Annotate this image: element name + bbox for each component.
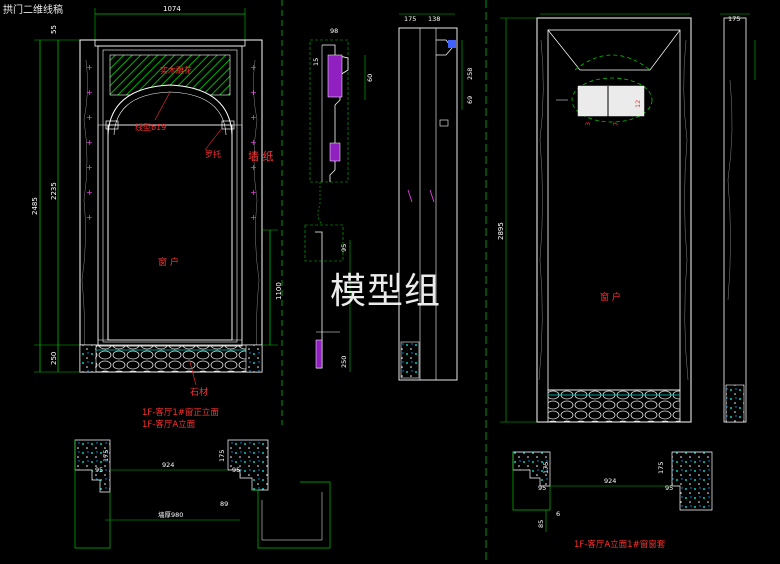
dim-60: 60	[366, 74, 374, 82]
label-r12: 12	[634, 100, 642, 108]
plan-right-width: 924	[604, 477, 616, 485]
profile-detail: 98 15 60 95 250	[304, 27, 374, 372]
plan-left-width: 924	[162, 461, 174, 469]
label-bracket: 罗托	[205, 149, 221, 159]
dim-15: 15	[312, 58, 320, 66]
front-elevation-title-1: 1F-客厅1#窗正立面	[142, 407, 219, 418]
dim-inner-height: 2235	[50, 182, 58, 200]
svg-text:+: +	[86, 63, 93, 72]
label-right-window: 窗 户	[600, 291, 621, 303]
plan-right: 175 175 95 95 924 85 6 1F-客厅A立面1#窗窗套	[512, 451, 713, 550]
middle-section: 175 138 258 69	[398, 13, 474, 381]
svg-text:+: +	[86, 213, 93, 222]
plan-left-175b: 175	[218, 450, 226, 462]
svg-text:+: +	[250, 188, 257, 197]
plan-right-title: 1F-客厅A立面1#窗窗套	[574, 539, 666, 550]
svg-text:+: +	[86, 88, 93, 97]
plan-right-6: 6	[556, 510, 560, 518]
svg-text:+: +	[250, 63, 257, 72]
watermark: 模型组	[330, 271, 442, 312]
plan-right-95a: 95	[538, 484, 546, 492]
dim-258: 258	[466, 68, 474, 80]
label-window: 窗 户	[158, 256, 179, 268]
dim-right-height: 2895	[497, 222, 505, 240]
dim-98: 98	[330, 27, 338, 35]
plan-left-89: 89	[220, 500, 228, 508]
svg-text:+: +	[86, 188, 93, 197]
label-stone: 石材	[190, 386, 208, 398]
front-elevation: 1074 55 2485 2235 250	[31, 5, 283, 430]
dim-138: 138	[428, 15, 440, 23]
dim-250: 250	[340, 356, 348, 368]
label-carved-panel: 实木雕花	[160, 65, 192, 75]
plan-right-175a: 175	[542, 462, 550, 474]
svg-text:+: +	[86, 138, 93, 147]
dim-total-height: 2485	[31, 197, 39, 215]
svg-text:+: +	[250, 113, 257, 122]
svg-text:+: +	[250, 213, 257, 222]
svg-text:+: +	[250, 88, 257, 97]
svg-text:+: +	[250, 138, 257, 147]
dim-lower-height: 1100	[275, 282, 283, 300]
plan-left-175a: 175	[102, 450, 110, 462]
label-r7: 7	[612, 122, 620, 126]
dim-69: 69	[466, 96, 474, 104]
svg-text:+: +	[86, 163, 93, 172]
front-elevation-title-2: 1F-客厅A立面	[142, 419, 196, 430]
dim-175: 175	[404, 15, 416, 23]
label-arch-trim: 线型b19	[135, 122, 166, 132]
plan-right-175b: 175	[657, 462, 665, 474]
plan-left-95b: 95	[232, 466, 240, 474]
plan-right-85: 85	[537, 520, 545, 528]
window-caption: 拱门二维线稿	[0, 0, 66, 17]
plan-left: 175 175 95 95 924 89 墙厚980	[74, 439, 331, 549]
label-wallpaper: 墙 纸	[248, 149, 274, 163]
plan-left-clear: 墙厚980	[158, 510, 183, 519]
dim-top-margin: 55	[50, 25, 58, 34]
svg-text:+: +	[86, 113, 93, 122]
svg-text:+: +	[250, 163, 257, 172]
dim-right-175: 175	[728, 15, 740, 23]
dim-top-width: 1074	[163, 5, 181, 13]
right-elevation: 2895 12 3 7 窗 户 175	[497, 13, 756, 423]
stone-base	[79, 344, 263, 373]
label-r3: 3	[584, 122, 592, 126]
plan-right-95b: 95	[665, 484, 673, 492]
dim-base-height: 250	[50, 352, 58, 365]
dim-95: 95	[340, 244, 348, 252]
plan-left-95a: 95	[95, 466, 103, 474]
